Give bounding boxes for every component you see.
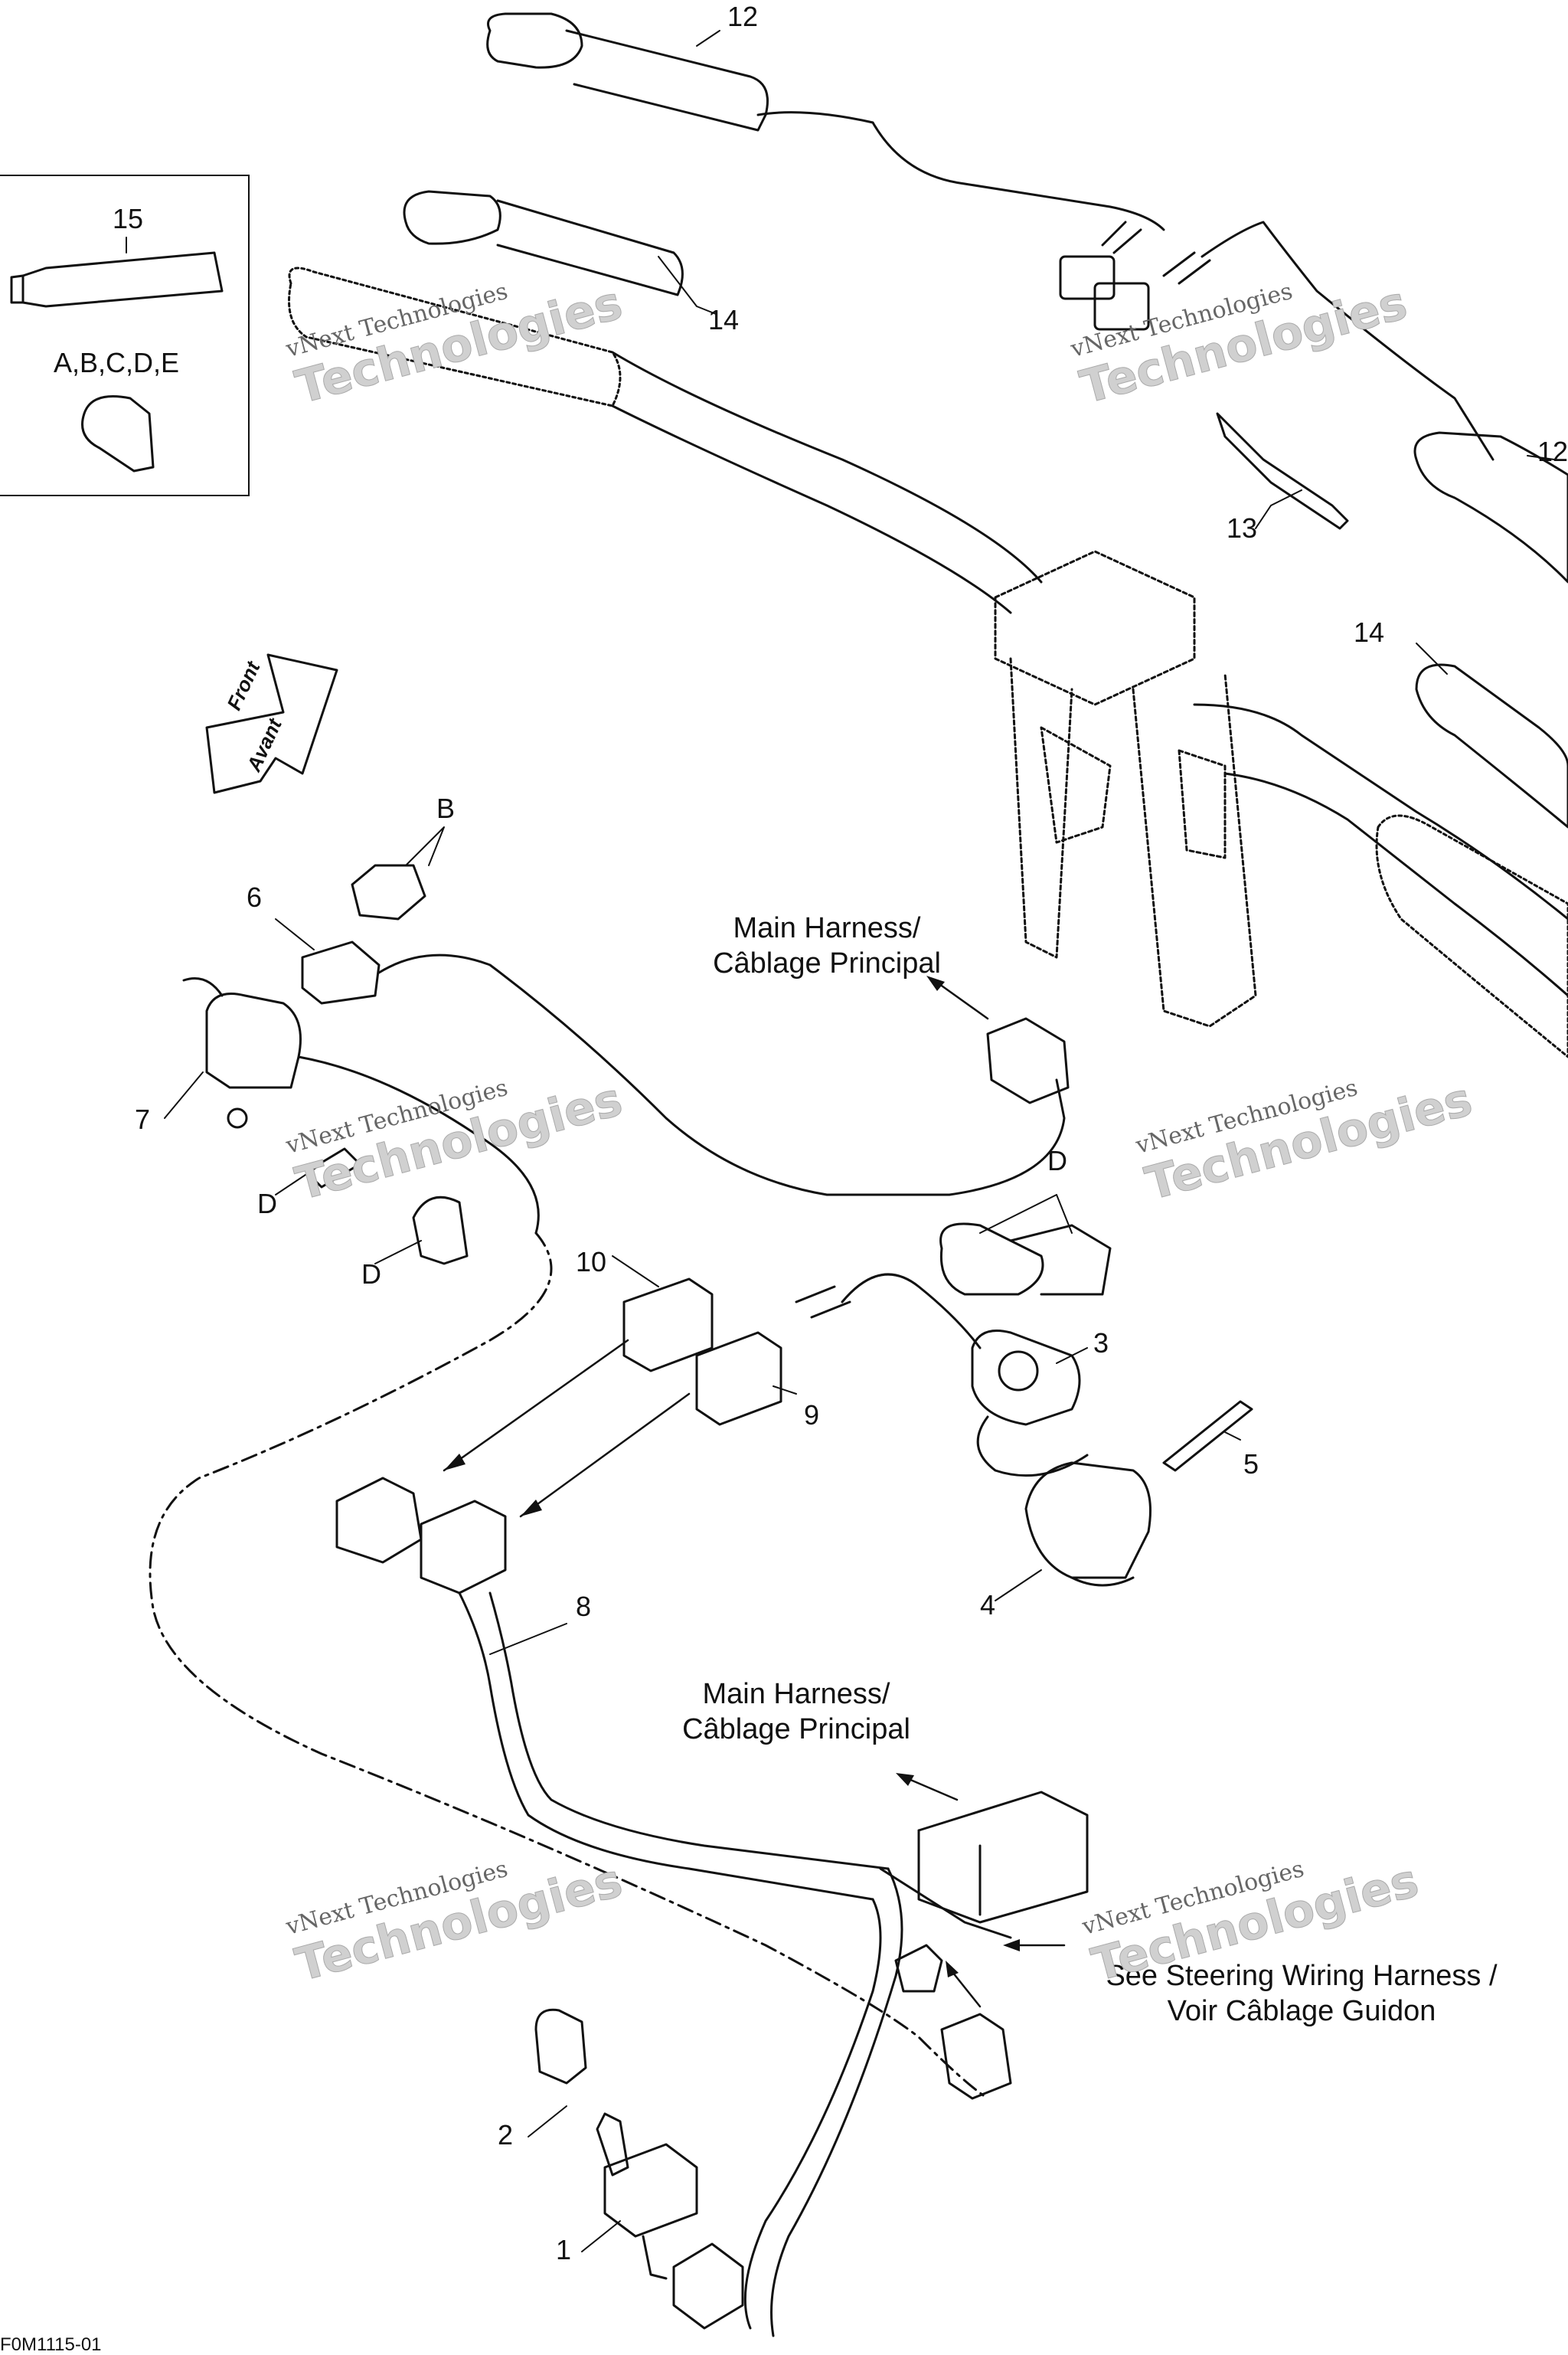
kit-inset-box <box>0 175 250 496</box>
clip-B <box>351 864 426 921</box>
part-7-key-switch <box>182 977 302 1129</box>
part-3-switch <box>795 1273 1089 1477</box>
callout-B: B <box>436 793 456 824</box>
kit-tube-15 <box>10 251 224 308</box>
part-2-knob <box>534 2008 587 2085</box>
arrow-lines <box>443 979 1066 2008</box>
callout-2: 2 <box>498 2119 514 2151</box>
callout-12-right: 12 <box>1537 436 1568 467</box>
callout-D-left-1: D <box>257 1188 277 1219</box>
callout-9: 9 <box>804 1399 820 1431</box>
callout-6: 6 <box>247 881 263 913</box>
part-13-wire-clip <box>1216 412 1349 530</box>
part-4-boot <box>1024 1461 1152 1587</box>
main-harness-connector-top <box>986 1017 1070 1104</box>
route-wire-dashdot <box>149 1231 989 2100</box>
part-1-toggle-switch <box>596 2112 698 2280</box>
callout-8: 8 <box>576 1591 592 1622</box>
callout-10: 10 <box>576 1246 607 1277</box>
grip-upper <box>403 190 684 296</box>
callout-14-top: 14 <box>708 304 740 335</box>
grip-right-14 <box>1415 663 1568 829</box>
arrow-heads <box>444 976 1020 1977</box>
callout-7: 7 <box>135 1104 151 1135</box>
callout-13: 13 <box>1227 512 1258 544</box>
callout-3: 3 <box>1093 1327 1109 1359</box>
handlebar-left-grip <box>288 267 622 407</box>
part-8-harness <box>335 1477 1012 2337</box>
lower-connector <box>894 1944 1012 2100</box>
callout-15: 15 <box>113 203 144 234</box>
handlebar <box>611 351 1568 997</box>
callout-D-left-2: D <box>361 1258 381 1290</box>
part-10-connector <box>622 1277 714 1372</box>
note-steering-harness: See Steering Wiring Harness / Voir Câbla… <box>1106 1960 1498 2027</box>
callout-5: 5 <box>1243 1448 1259 1480</box>
part-6-connector <box>301 940 381 1005</box>
part-9-connector <box>695 1331 782 1426</box>
harness-wire-upper <box>377 953 1066 1196</box>
main-harness-box <box>917 1791 1089 1924</box>
grip-connectors <box>1059 221 1494 461</box>
bottom-connector <box>672 2242 744 2330</box>
part-7-wire <box>297 1055 540 1235</box>
kit-clip <box>81 395 155 473</box>
front-arrow <box>205 653 338 794</box>
callout-4: 4 <box>980 1589 996 1621</box>
note-main-harness-top: Main Harness/ Câblage Principal <box>713 912 941 980</box>
callout-14-right: 14 <box>1354 617 1385 648</box>
note-main-harness-bottom: Main Harness/ Câblage Principal <box>682 1678 910 1745</box>
part-5-pin <box>1162 1400 1253 1472</box>
clip-D-right <box>939 1222 1112 1296</box>
handlebar-riser <box>994 550 1257 1028</box>
drawing-code: F0M1115-01 <box>0 2334 102 2355</box>
callout-1: 1 <box>556 2234 572 2265</box>
handlebar-right-grip <box>1375 814 1568 1058</box>
callout-D-right: D <box>1047 1145 1067 1176</box>
clip-D-left <box>305 1147 469 1265</box>
leader-lines <box>126 30 1555 2252</box>
heated-grip-left <box>486 12 1165 231</box>
callout-kit-letters: A,B,C,D,E <box>54 347 180 378</box>
callout-12-top: 12 <box>727 1 759 32</box>
